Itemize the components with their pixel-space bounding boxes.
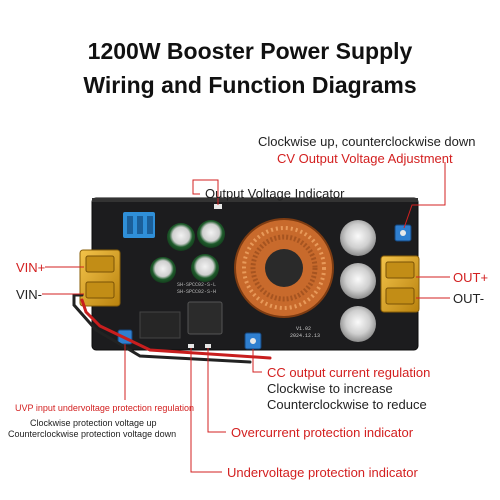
output-voltage-indicator-label: Output Voltage Indicator xyxy=(205,186,345,201)
input-screw-icon xyxy=(85,281,115,299)
output-capacitor xyxy=(340,306,376,342)
output-capacitor xyxy=(340,263,376,299)
input-capacitor xyxy=(150,257,176,283)
title-line-1: 1200W Booster Power Supply xyxy=(87,38,413,64)
leader-cc xyxy=(252,349,262,373)
board-version: V1.02 xyxy=(296,326,311,332)
vin-minus-label: VIN- xyxy=(16,287,42,302)
cc-title-label: CC output current regulation xyxy=(267,365,431,380)
cv-hint-label: Clockwise up, counterclockwise down xyxy=(258,134,476,149)
pot-screw-icon xyxy=(400,230,406,236)
input-capacitor xyxy=(191,254,219,282)
header-pin xyxy=(147,216,153,234)
board-date: 2024.12.13 xyxy=(290,333,320,339)
output-screw-icon xyxy=(385,261,415,279)
cc-line1-label: Clockwise to increase xyxy=(267,381,393,396)
title-line-2: Wiring and Function Diagrams xyxy=(83,72,417,98)
undervoltage-label: Undervoltage protection indicator xyxy=(227,465,418,480)
overcurrent-led xyxy=(205,344,211,348)
leader-ovi xyxy=(192,179,219,205)
pcb-edge xyxy=(92,198,418,202)
undervoltage-led xyxy=(188,344,194,348)
control-ic xyxy=(187,301,223,335)
leader-lines xyxy=(42,162,450,473)
uvp-line2-label: Counterclockwise protection voltage down xyxy=(8,429,177,439)
leader-cv xyxy=(403,162,446,229)
cv-adjust-label: CV Output Voltage Adjustment xyxy=(277,151,453,166)
header-pin xyxy=(127,216,133,234)
heatsink-fins xyxy=(139,311,181,339)
output-voltage-indicator-led xyxy=(214,204,222,209)
input-capacitor xyxy=(167,223,195,251)
silk-label-2: SH-SPCC02-S-H xyxy=(177,289,216,295)
vin-plus-label: VIN+ xyxy=(16,260,46,275)
overcurrent-label: Overcurrent protection indicator xyxy=(231,425,414,440)
vin-minus-wire xyxy=(72,293,252,364)
leader-undervoltage xyxy=(190,348,222,473)
output-capacitor xyxy=(340,220,376,256)
vin-plus-wire xyxy=(80,298,272,360)
output-screw-icon xyxy=(385,287,415,305)
uvp-line1-label: Clockwise protection voltage up xyxy=(30,418,157,428)
diagram-title: 1200W Booster Power Supply Wiring and Fu… xyxy=(0,34,500,102)
out-plus-label: OUT+ xyxy=(453,270,489,285)
toroid-winding xyxy=(242,226,326,310)
uvp-title-label: UVP input undervoltage protection regula… xyxy=(15,403,194,413)
input-capacitor xyxy=(197,220,225,248)
leader-overcurrent xyxy=(207,348,226,433)
toroid-core xyxy=(265,249,303,287)
out-minus-label: OUT- xyxy=(453,291,485,306)
input-screw-icon xyxy=(85,255,115,273)
pot-screw-icon xyxy=(250,338,256,344)
silk-label-1: SH-SPCC02-S-L xyxy=(177,282,216,288)
header-pin xyxy=(137,216,143,234)
cc-line2-label: Counterclockwise to reduce xyxy=(267,397,427,412)
toroid-winding xyxy=(250,234,318,302)
